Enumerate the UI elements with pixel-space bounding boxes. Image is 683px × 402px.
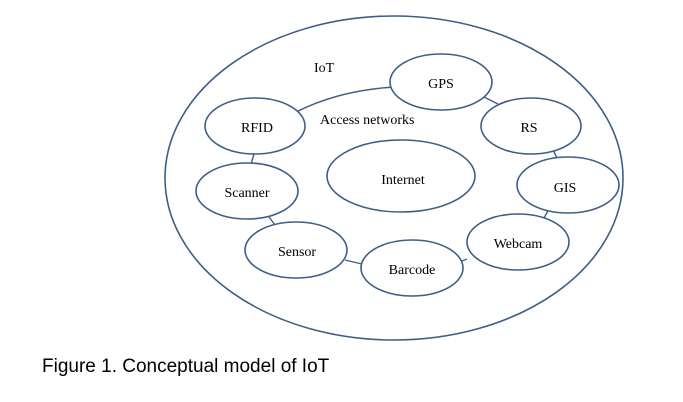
link-rfid-gps <box>295 86 396 113</box>
iot-boundary-ellipse <box>164 15 624 341</box>
access-networks-label: Access networks <box>320 113 414 128</box>
gps-ellipse <box>389 53 493 111</box>
node-rfid: RFID <box>204 97 306 155</box>
sensor-label: Sensor <box>278 245 316 260</box>
iot-label: IoT <box>314 61 335 76</box>
rs-ellipse <box>480 97 582 155</box>
sensor-ellipse <box>244 221 348 279</box>
rfid-ellipse <box>204 97 306 155</box>
internet-node: Internet <box>326 139 476 213</box>
webcam-ellipse <box>466 213 570 271</box>
webcam-label: Webcam <box>494 237 543 252</box>
node-barcode: Barcode <box>360 239 464 297</box>
node-scanner: Scanner <box>195 162 299 220</box>
barcode-label: Barcode <box>389 263 436 278</box>
node-gps: GPS <box>389 53 493 111</box>
rfid-label: RFID <box>241 121 273 136</box>
scanner-ellipse <box>195 162 299 220</box>
barcode-ellipse <box>360 239 464 297</box>
internet-ellipse <box>326 139 476 213</box>
gis-ellipse <box>516 156 620 214</box>
rs-label: RS <box>520 121 537 136</box>
figure-caption: Figure 1. Conceptual model of IoT <box>42 356 330 377</box>
node-sensor: Sensor <box>244 221 348 279</box>
gis-label: GIS <box>554 181 577 196</box>
link-barcode-sensor <box>344 259 363 265</box>
iot-diagram: Internet IoT Access networks GPS RS GIS … <box>164 15 624 341</box>
link-gps-rs <box>483 96 499 105</box>
node-gis: GIS <box>516 156 620 214</box>
gps-label: GPS <box>428 77 454 92</box>
node-rs: RS <box>480 97 582 155</box>
link-webcam-barcode <box>461 258 468 262</box>
scanner-label: Scanner <box>224 186 269 201</box>
node-webcam: Webcam <box>466 213 570 271</box>
link-sensor-scanner <box>268 216 276 226</box>
internet-label: Internet <box>381 173 425 188</box>
